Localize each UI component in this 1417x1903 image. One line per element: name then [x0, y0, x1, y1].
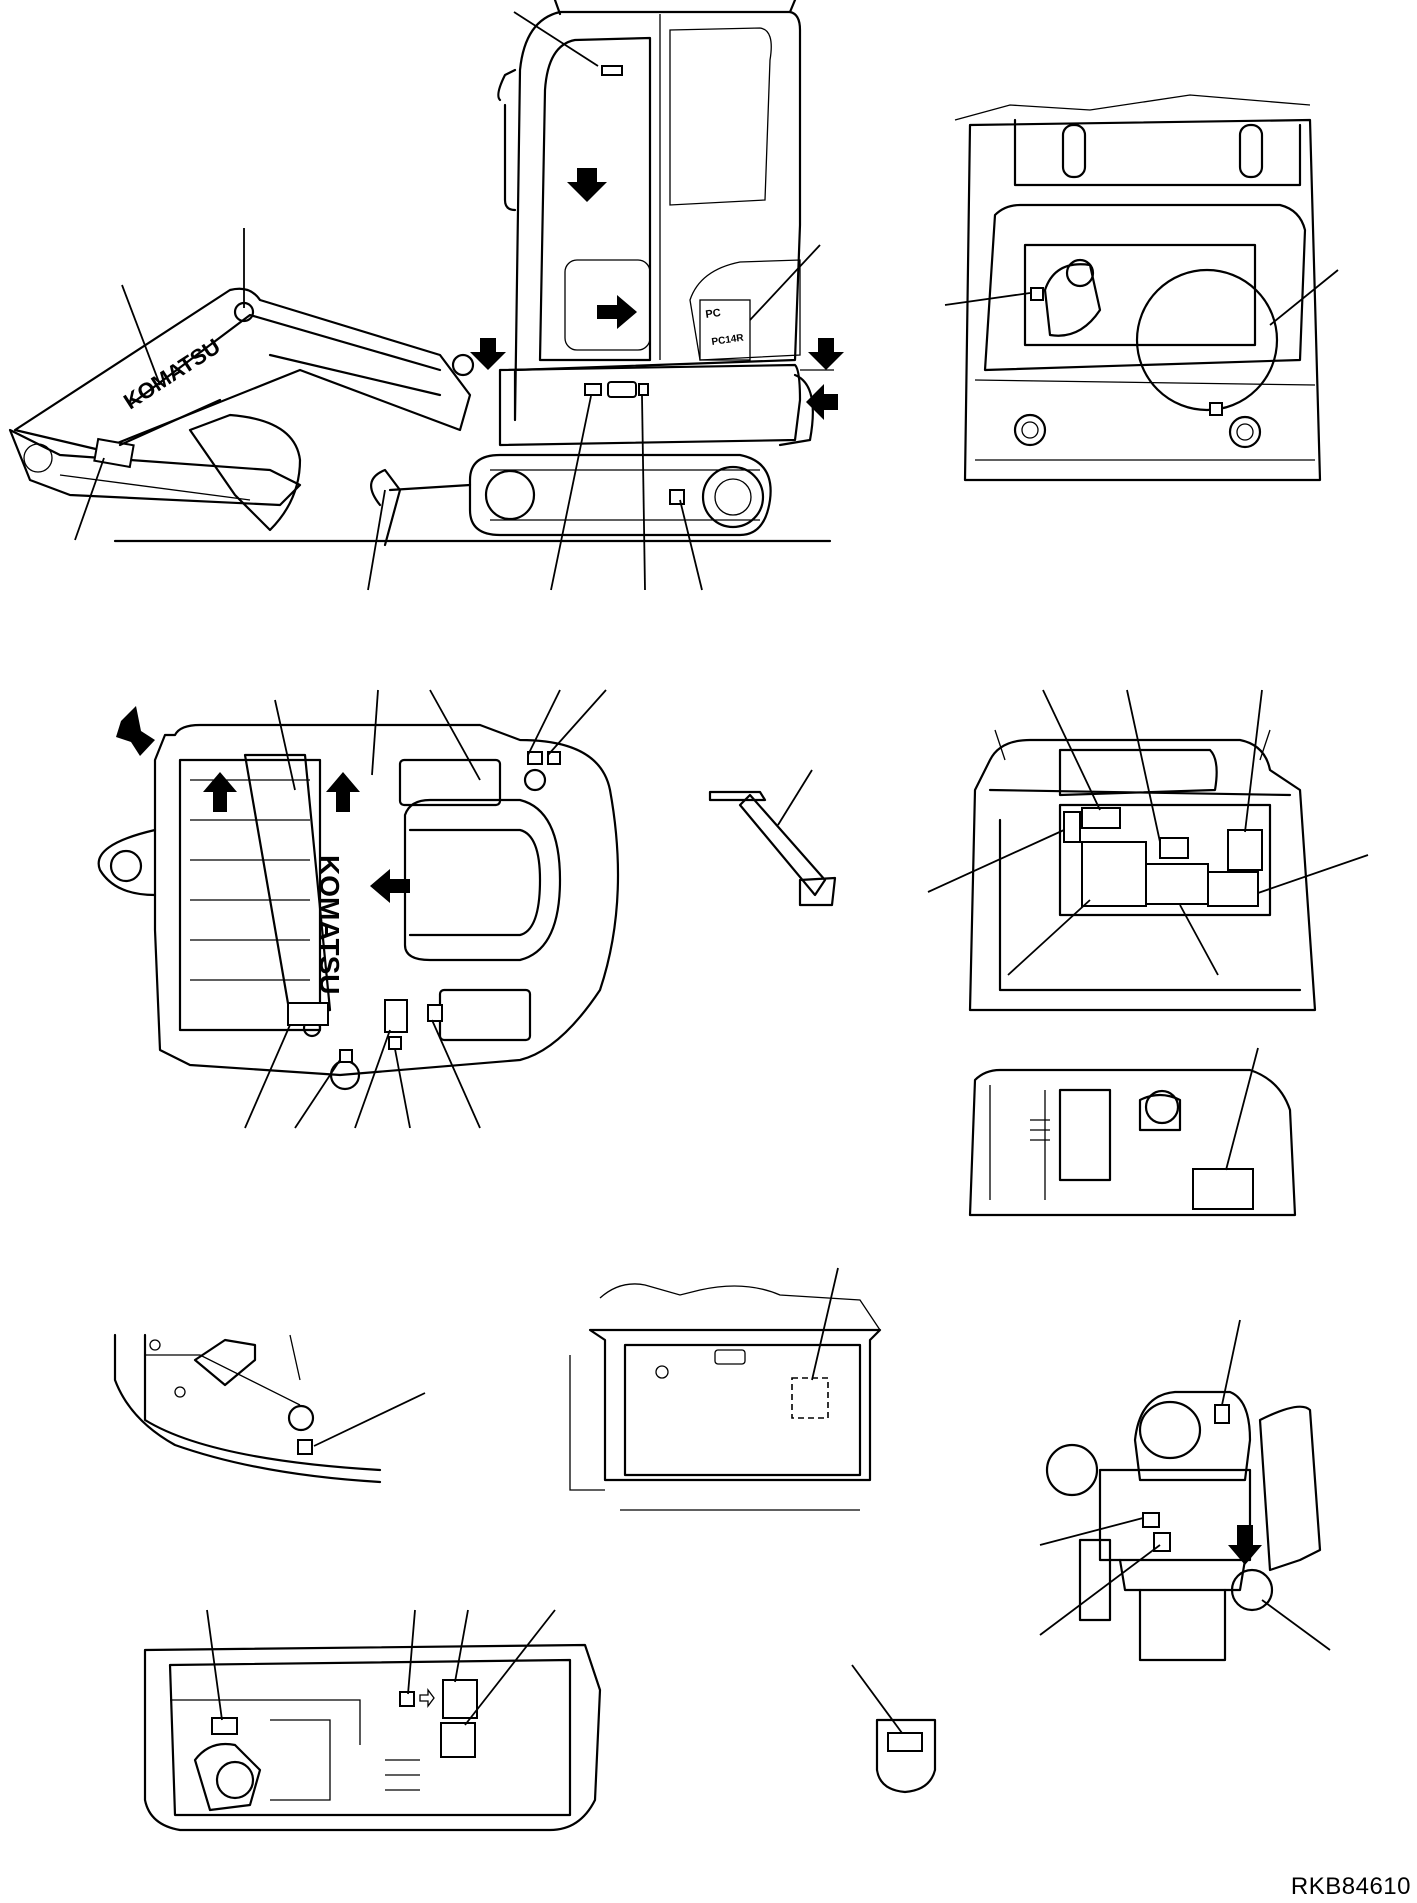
label-marker: [887, 1732, 923, 1752]
label-marker: [1081, 807, 1121, 829]
direction-arrow-icon: [567, 168, 607, 202]
label-marker: [1159, 837, 1189, 859]
label-marker: [1192, 1168, 1254, 1210]
floor-frame-view: [113, 1333, 426, 1484]
direction-arrow-icon: [806, 384, 838, 420]
label-marker: [1142, 1512, 1160, 1528]
small-decal-view: [851, 1664, 937, 1794]
label-marker: [1081, 841, 1147, 907]
label-marker-hidden: [791, 1377, 829, 1419]
tank-cover-view: [569, 1267, 882, 1511]
label-marker: [584, 383, 602, 396]
boom-brand-text: KOMATSU: [119, 334, 225, 415]
direction-arrow-icon: [470, 338, 506, 370]
engine-bay-side-view: [927, 689, 1369, 1012]
label-marker: [399, 1691, 415, 1707]
label-marker: [287, 1002, 329, 1026]
direction-arrow-icon: [203, 772, 237, 812]
label-marker: [297, 1439, 313, 1455]
label-marker: [427, 1004, 443, 1022]
label-marker: [669, 489, 685, 505]
rear-engine-view: [944, 94, 1339, 482]
label-marker: [1214, 1404, 1230, 1424]
label-marker: [1063, 811, 1081, 843]
direction-arrow-icon: [808, 338, 844, 370]
drawing-number: RKB84610: [1290, 1873, 1411, 1900]
label-marker: [1227, 829, 1263, 871]
label-marker: [607, 381, 637, 398]
right-side-cover-view: [968, 1047, 1297, 1217]
label-marker: [1030, 287, 1044, 301]
direction-arrow-icon: [326, 772, 360, 812]
label-marker: [388, 1036, 402, 1050]
label-marker: [442, 1679, 478, 1719]
direction-arrow-icon: [1228, 1525, 1262, 1565]
direction-arrow-icon: [116, 706, 155, 756]
label-marker: [1209, 402, 1223, 416]
bottom-side-view: [143, 1609, 602, 1832]
label-marker: [547, 751, 561, 765]
model-label-text: PC14R: [711, 332, 745, 347]
label-marker: [384, 999, 408, 1033]
label-marker: [93, 437, 135, 469]
label-marker: [1207, 871, 1259, 907]
engine-view: [1039, 1319, 1331, 1662]
label-marker: [440, 1722, 476, 1758]
direction-arrow-icon: [370, 869, 410, 903]
direction-arrow-icon: [597, 295, 637, 329]
svg-text:PC: PC: [705, 307, 722, 321]
label-marker: [211, 1717, 238, 1735]
seat-brand-text: KOMATSU: [314, 855, 345, 994]
label-marker: [527, 751, 543, 765]
top-view-machine: KOMATSU: [97, 689, 620, 1129]
label-marker: [339, 1049, 353, 1063]
side-view-excavator: PC PC14R KOMATSU: [8, 0, 844, 591]
label-marker: [1145, 863, 1209, 905]
gas-spring-view: [708, 769, 837, 907]
label-marker: [638, 383, 649, 396]
label-marker: [601, 65, 623, 76]
